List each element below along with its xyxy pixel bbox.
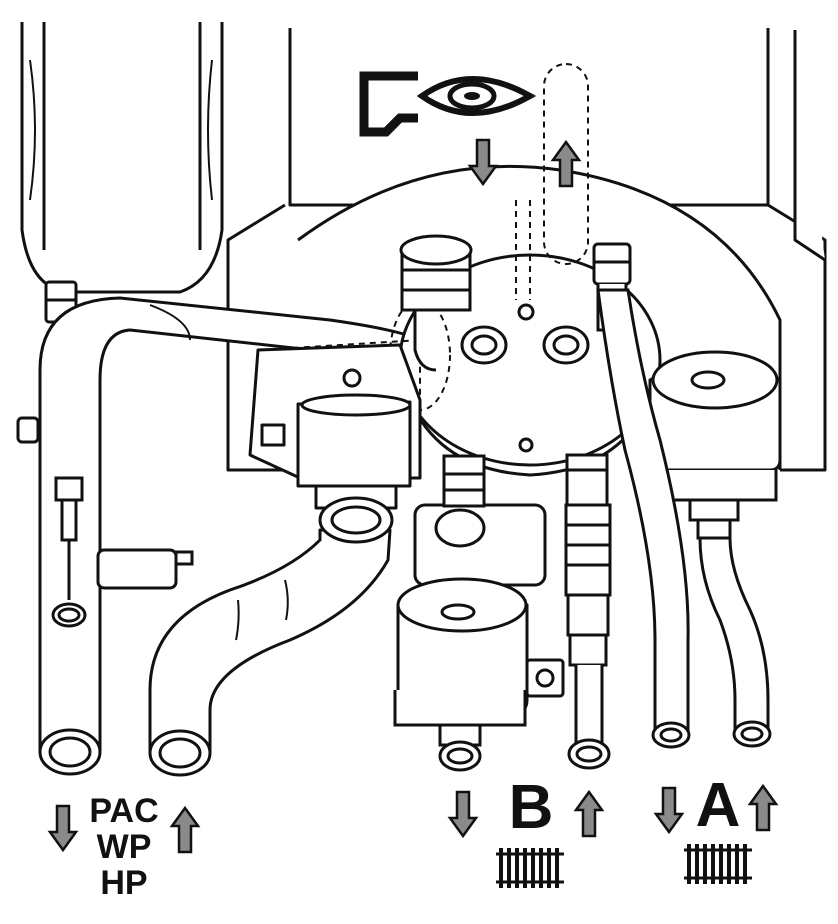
heat-pump-label-pac: PAC [89,792,158,830]
circuit-a-radiator-icon [682,842,754,886]
circuit-b-radiator-icon [494,846,566,890]
circuit-a-flow-pipe [698,536,772,748]
heat-pump-arrow-down-icon [48,804,78,852]
heat-pump-label-wp: WP [97,828,152,866]
circuit-b-label: B [509,773,554,842]
circuit-a-label: A [696,771,741,840]
three-way-valve [248,343,422,544]
circuit-a-arrow-down-icon [654,786,684,834]
heat-pump-flow-pipe [148,528,392,777]
water-tap-icon [359,71,418,137]
circulation-pump-b [393,503,565,772]
circuit-b-arrow-down-icon [448,790,478,838]
drain-valve [16,416,194,628]
circuit-b-arrow-up-icon [574,790,604,838]
circuit-a-return-pipe [596,288,691,749]
circulation-pump-a [648,350,782,540]
heat-pump-arrow-up-icon [170,806,200,854]
circuit-b-flow-pipe [564,453,612,770]
heat-pump-label-hp: HP [100,864,147,902]
dhw-fitting [399,234,473,372]
pump-b-inlet [442,454,486,508]
expansion-vessel [20,22,224,324]
eye-icon [416,76,537,116]
circuit-a-arrow-up-icon [748,784,778,832]
